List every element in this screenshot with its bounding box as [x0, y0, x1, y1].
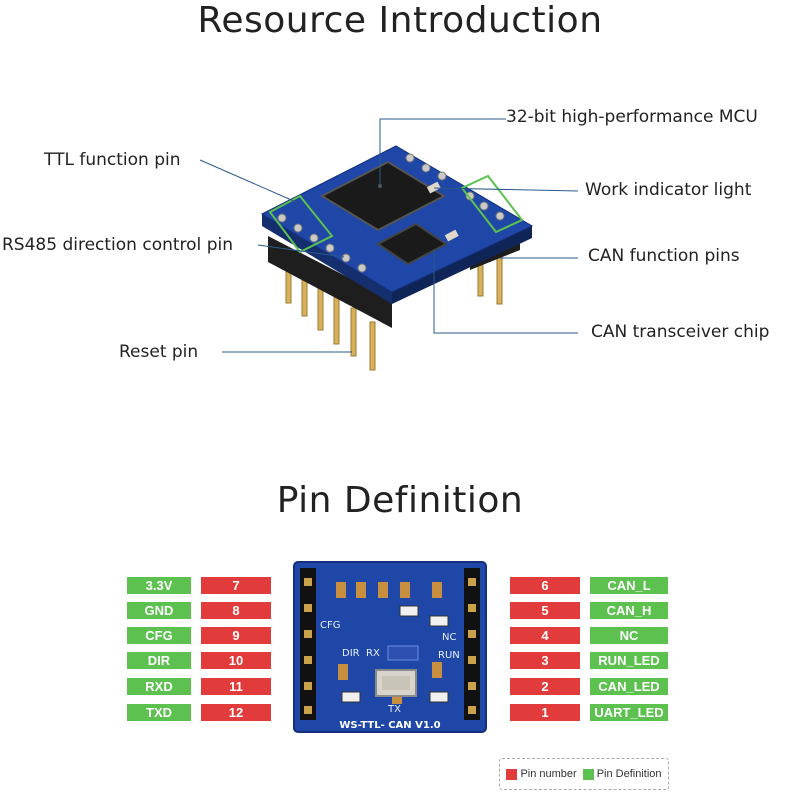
left-pin-row: RXD 11 [127, 678, 271, 695]
silkscreen-label: TX [387, 704, 401, 715]
callout-ttl-function-pin: TTL function pin [44, 150, 181, 170]
pin-number-label: 10 [201, 652, 271, 669]
pin-number-label: 8 [201, 602, 271, 619]
pin-definition-label: UART_LED [590, 704, 668, 721]
pin-definition-label: TXD [127, 704, 191, 721]
legend: Pin number Pin Definition [499, 758, 669, 790]
pin-number-label: 1 [510, 704, 580, 721]
module-illustration [199, 118, 579, 371]
callout-work-indicator-light: Work indicator light [585, 180, 752, 200]
pin-definition-label: CFG [127, 627, 191, 644]
pin-number-label: 4 [510, 627, 580, 644]
legend-pin-number-label: Pin number [520, 768, 577, 780]
pin-definition-label: 3.3V [127, 577, 191, 594]
right-pin-row: 4 NC [510, 627, 668, 644]
pin-definition-label: CAN_L [590, 577, 668, 594]
pin-definition-label: RXD [127, 678, 191, 695]
right-pin-row: 2 CAN_LED [510, 678, 668, 695]
silkscreen-label: RX [366, 648, 380, 659]
pin-number-label: 2 [510, 678, 580, 695]
pin-number-label: 7 [201, 577, 271, 594]
pin-number-label: 3 [510, 652, 580, 669]
pin-definition-swatch [582, 768, 594, 780]
pin-definition-label: DIR [127, 652, 191, 669]
pin-definition-label: CAN_H [590, 602, 668, 619]
mcu-chip [319, 160, 447, 232]
right-pin-row: 6 CAN_L [510, 577, 668, 594]
callout-rs485-direction-pin: RS485 direction control pin [2, 235, 233, 255]
pin-number-label: 9 [201, 627, 271, 644]
board-top-view: CFG DIR RX TX NC RUN WS-TTL- CAN V1.0 [293, 561, 487, 733]
board-model-label: WS-TTL- CAN V1.0 [339, 720, 440, 731]
callout-can-function-pins: CAN function pins [588, 246, 740, 266]
left-pin-row: TXD 12 [127, 704, 271, 721]
left-pin-row: DIR 10 [127, 652, 271, 669]
pin-number-label: 5 [510, 602, 580, 619]
left-pin-row: 3.3V 7 [127, 577, 271, 594]
silkscreen-label: CFG [320, 620, 340, 631]
callout-reset-pin: Reset pin [119, 342, 199, 362]
silkscreen-label: NC [442, 632, 456, 643]
header-pins [285, 247, 503, 371]
pin-number-label: 11 [201, 678, 271, 695]
resource-introduction-title: Resource Introduction [197, 0, 603, 41]
pin-number-label: 6 [510, 577, 580, 594]
pin-definition-label: CAN_LED [590, 678, 668, 695]
right-pin-row: 1 UART_LED [510, 704, 668, 721]
pin-definition-title: Pin Definition [276, 480, 524, 521]
legend-pin-number: Pin number [506, 768, 577, 780]
callout-mcu: 32-bit high-performance MCU [506, 107, 758, 127]
legend-pin-definition: Pin Definition [582, 768, 662, 780]
pin-number-swatch [506, 768, 518, 780]
callout-can-transceiver-chip: CAN transceiver chip [591, 322, 770, 342]
right-pin-row: 3 RUN_LED [510, 652, 668, 669]
pin-definition-label: RUN_LED [590, 652, 668, 669]
pin-number-label: 12 [201, 704, 271, 721]
left-pin-row: GND 8 [127, 602, 271, 619]
pin-definition-label: GND [127, 602, 191, 619]
silkscreen-label: DIR [342, 648, 360, 659]
legend-pin-definition-label: Pin Definition [596, 768, 662, 780]
left-pin-row: CFG 9 [127, 627, 271, 644]
can-transceiver-chip [376, 222, 448, 266]
pin-definition-label: NC [590, 627, 668, 644]
right-pin-row: 5 CAN_H [510, 602, 668, 619]
silkscreen-label: RUN [438, 650, 460, 661]
